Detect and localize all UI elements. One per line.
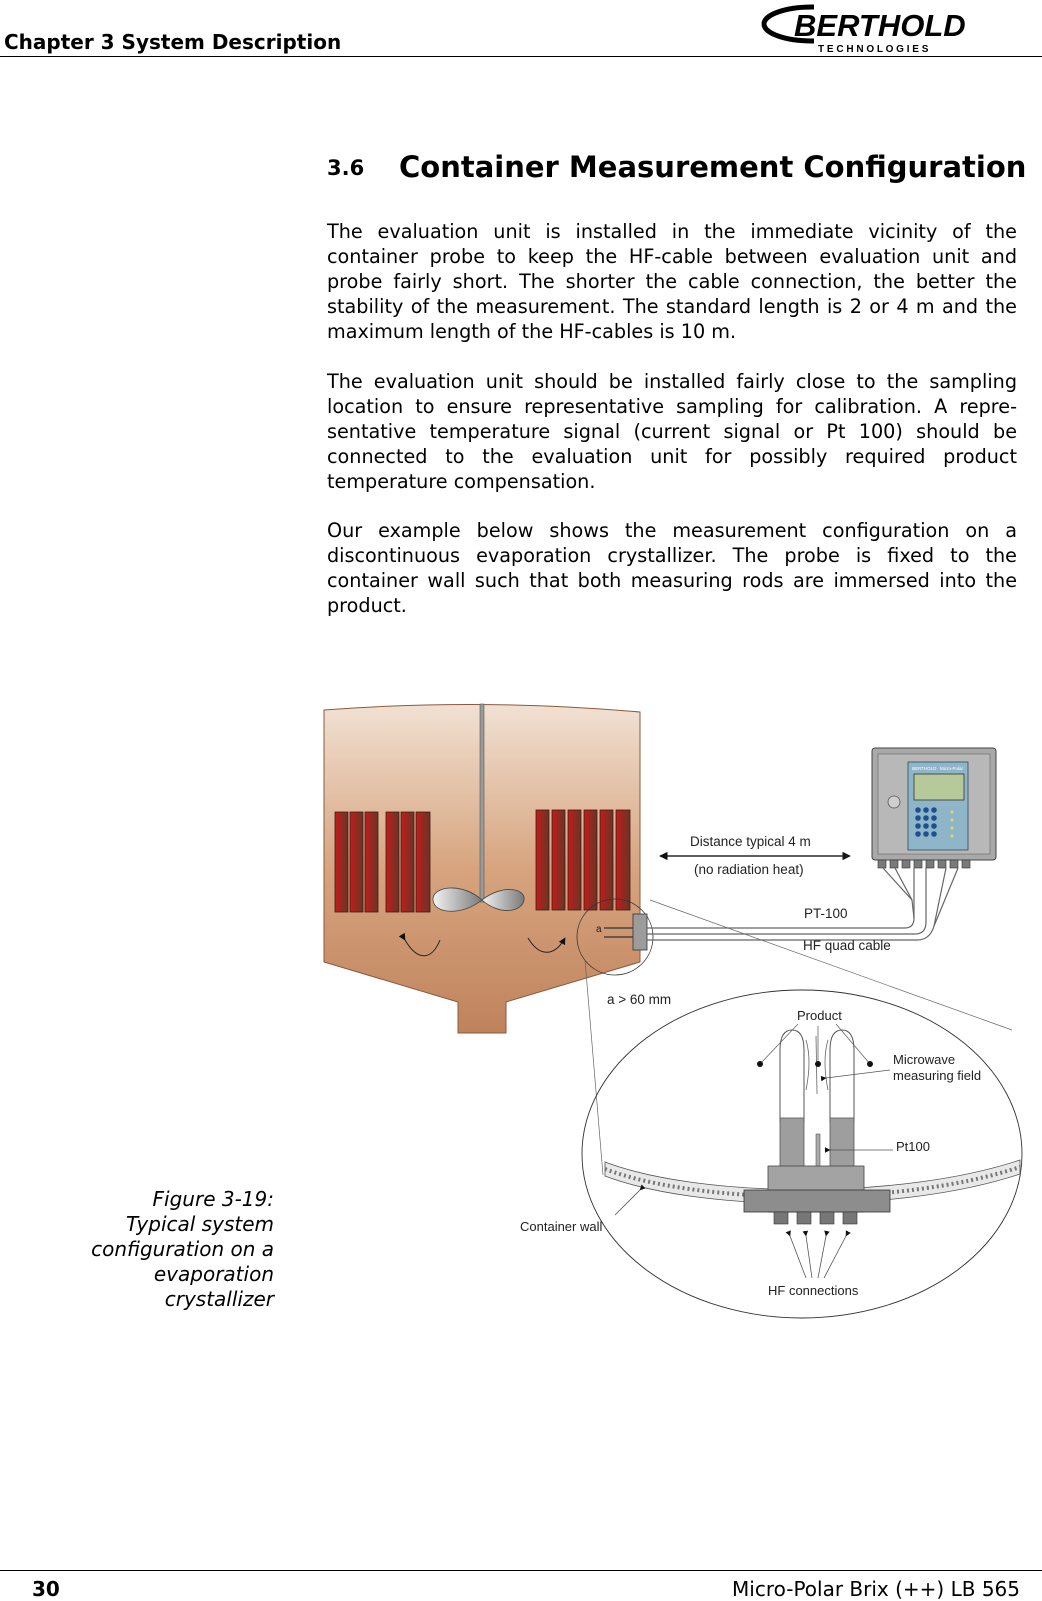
section-title: Container Measurement Configuration [399,150,1027,184]
unit-brand: BERTHOLD [912,766,937,771]
agitator [432,703,525,912]
hf-connection-arrows [785,1230,851,1279]
distance-indicator: Distance typical 4 m (no radiation heat) [659,834,851,877]
label-product: Product [797,1008,842,1023]
logo-text: BERTHOLD [794,8,966,43]
label-container-wall: Container wall [520,1219,602,1234]
berthold-logo: BERTHOLD T E C H N O L O G I E S [761,4,966,55]
heating-elements-left [334,811,431,913]
paragraph-3: Our example below shows the measurement … [327,519,1017,617]
detail-connector-lines [584,899,1013,1176]
label-no-radiation: (no radiation heat) [694,862,804,877]
label-hf-connections: HF connections [768,1283,859,1298]
heating-elements-right [535,809,631,911]
label-microwave-1: Microwave [893,1052,955,1067]
caption-line: configuration on a [91,1237,274,1261]
unit-keypad [915,807,937,837]
unit-cable-glands [877,859,971,869]
label-pt100-sensor: Pt100 [896,1139,930,1154]
probe-detail-view: Product Microwave measuring field Pt100 … [520,989,1023,1319]
wall-probe: a [576,898,654,976]
cables [647,867,959,941]
flow-arrow-left [398,932,441,957]
page-number: 30 [32,1577,60,1601]
product-pointers [759,1023,871,1065]
label-a-spec: a > 60 mm [607,992,671,1007]
logo-subtext: T E C H N O L O G I E S [818,44,929,55]
document-title: Micro-Polar Brix (++) LB 565 [732,1577,1020,1601]
label-hf-quad-cable: HF quad cable [803,938,891,953]
hf-connector-stubs [773,1211,858,1225]
system-configuration-diagram: a BERTHOLD Micro-Polar [323,703,1023,1319]
crystallizer-vessel [323,703,641,1034]
caption-line: Typical system [125,1212,274,1236]
paragraph-1: The evaluation unit is installed in the … [327,220,1017,343]
figure-caption: Figure 3-19: Typical system configuratio… [60,1187,274,1312]
unit-model: Micro-Polar [940,766,964,771]
distance-a-mark: a [596,924,602,935]
label-microwave-2: measuring field [893,1068,981,1083]
section-number: 3.6 [327,156,365,180]
page-header: Chapter 3 System Description BERTHOLD T … [0,0,1042,60]
header-rule [0,56,1042,57]
label-pt100-cable: PT-100 [804,906,848,921]
caption-line: Figure 3-19: [152,1187,274,1211]
flow-arrow-right [527,937,566,953]
evaluation-unit: BERTHOLD Micro-Polar [871,747,997,869]
label-distance: Distance typical 4 m [690,834,811,849]
caption-line: crystallizer [164,1287,274,1311]
chapter-title: Chapter 3 System Description [4,30,342,54]
footer-rule [0,1570,1042,1571]
caption-line: evaporation [153,1262,274,1286]
paragraph-2: The evaluation unit should be installed … [327,370,1017,493]
